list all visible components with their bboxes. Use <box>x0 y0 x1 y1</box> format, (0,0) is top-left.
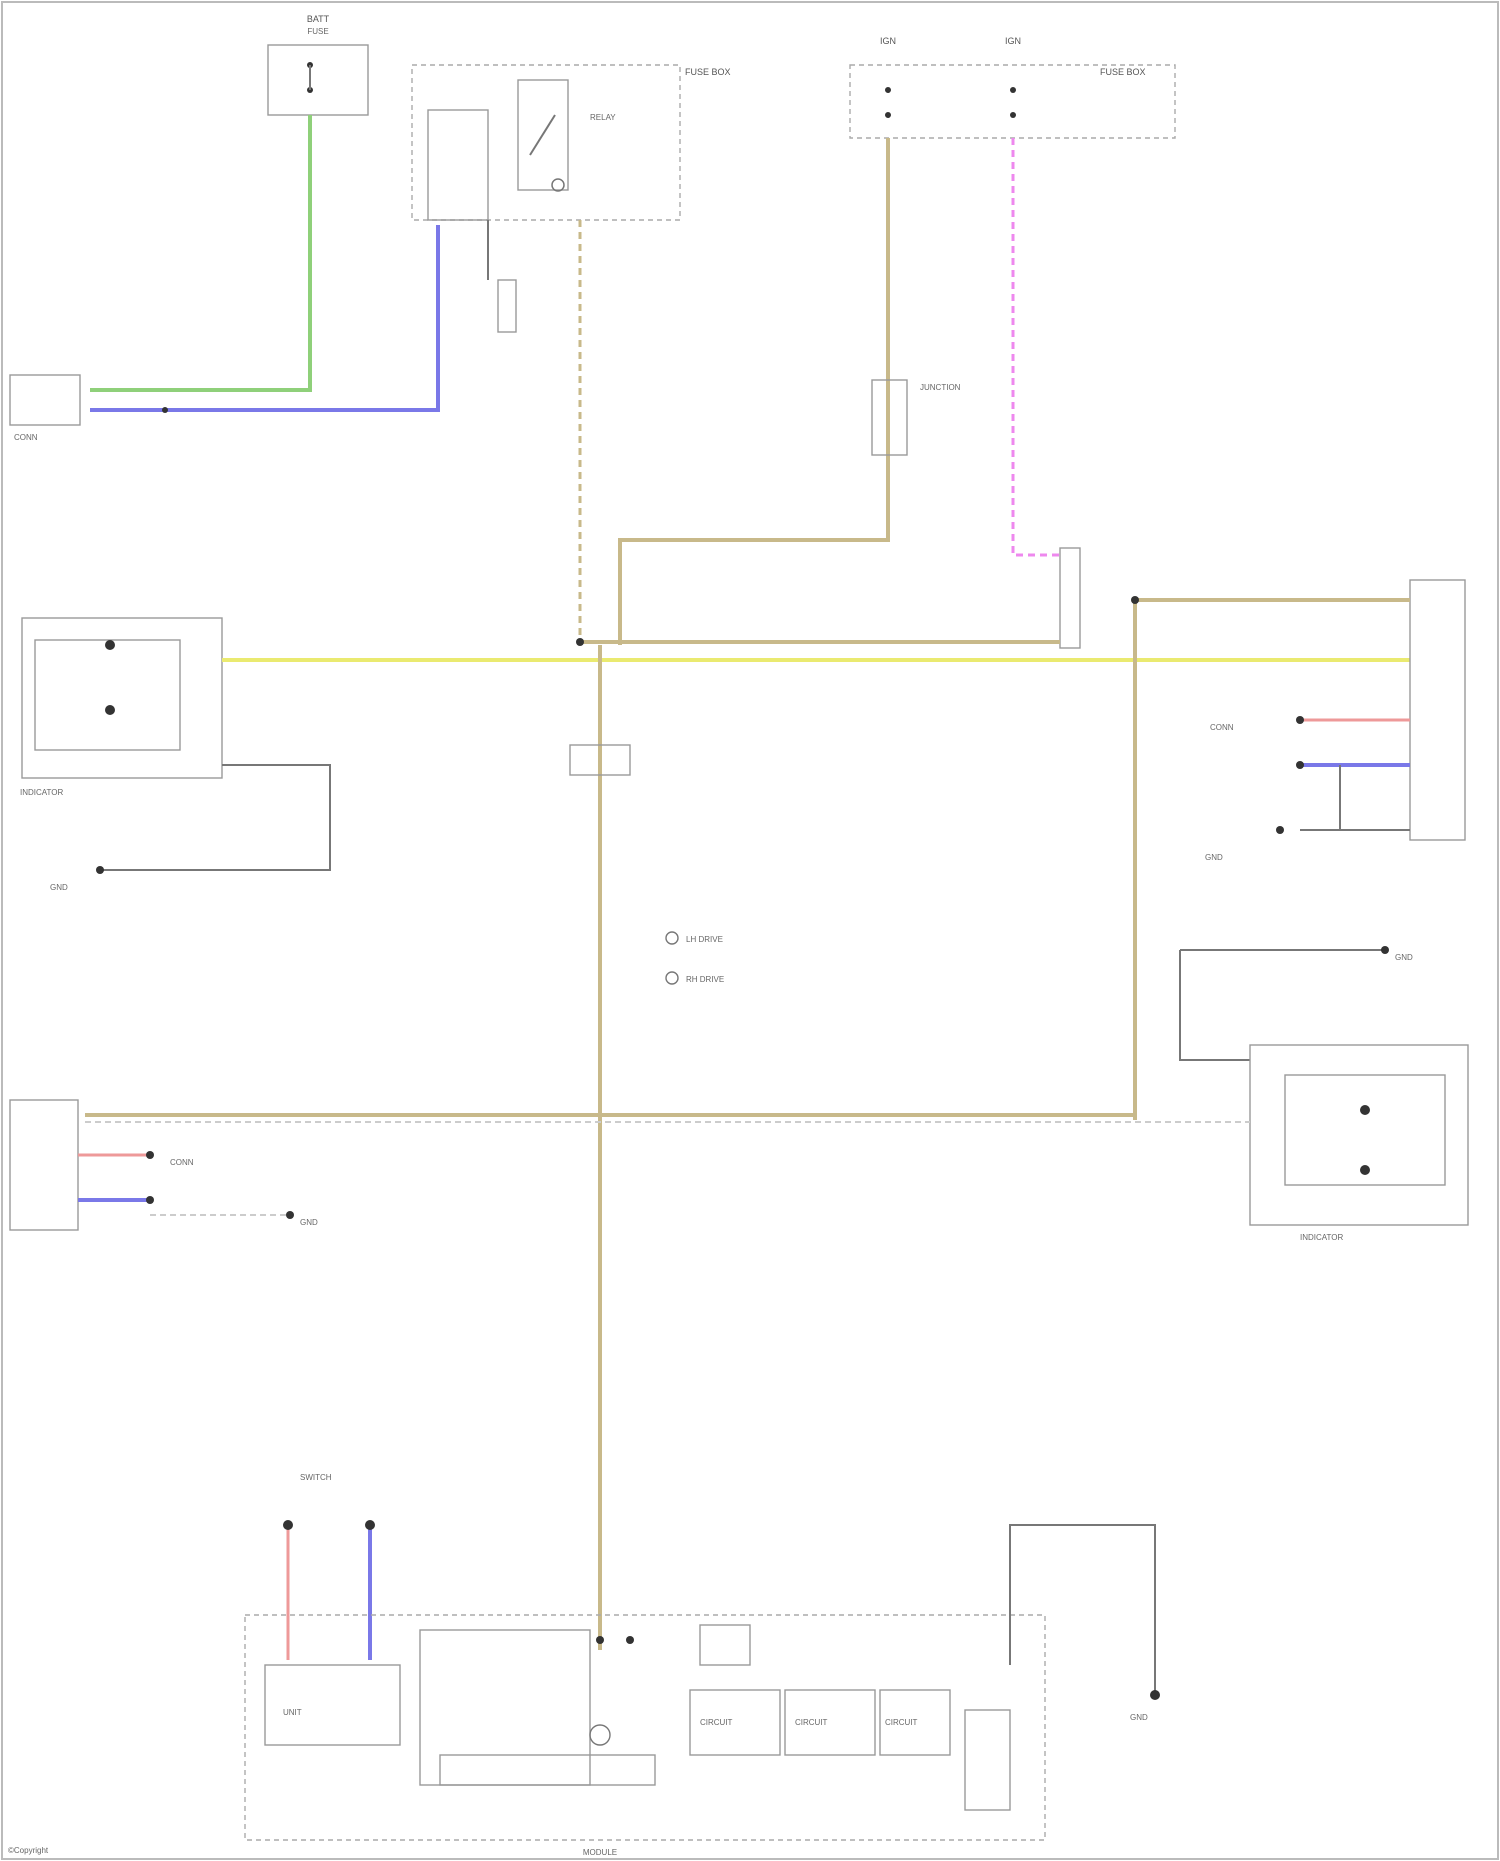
wire-green <box>90 115 310 390</box>
ign-right-label: IGN <box>1005 36 1021 46</box>
mid-right-ground-label: GND <box>1205 853 1223 862</box>
legend-item1: LH DRIVE <box>686 935 723 944</box>
right-junction <box>1060 548 1080 648</box>
junction-block: JUNCTION <box>872 380 961 455</box>
footer-credit: ©Copyright <box>8 1846 49 1855</box>
bottom-sub3-label: CIRCUIT <box>795 1718 828 1727</box>
bottom-sub2-label: CIRCUIT <box>700 1718 733 1727</box>
wire-tan-ign <box>620 138 888 645</box>
front-indicator: INDICATOR <box>20 618 222 797</box>
relay-box: FUSE BOX RELAY <box>412 65 731 332</box>
mid-right-connector-label: CONN <box>1210 723 1234 732</box>
top-fuse-sublabel: FUSE <box>307 27 328 36</box>
bottom-module: SWITCH UNIT CIRCUIT CIRCUIT CIRCUIT MODU… <box>245 1473 1045 1857</box>
top-fuse-block: BATT FUSE <box>268 14 368 115</box>
wire-blue <box>90 225 438 410</box>
rear-indicator-label: INDICATOR <box>1300 1233 1343 1242</box>
relay-label: RELAY <box>590 113 616 122</box>
ground-left-label: GND <box>50 883 68 892</box>
legend-item2: RH DRIVE <box>686 975 724 984</box>
rear-indicator: INDICATOR <box>1250 1045 1468 1242</box>
left-lower-connector-label: CONN <box>170 1158 194 1167</box>
top-fuse-label: BATT <box>307 14 330 24</box>
wire-ground-left <box>100 765 330 870</box>
ign-fuse-box: IGN IGN FUSE BOX <box>850 36 1175 138</box>
left-lower-connector: CONN GND <box>10 1100 318 1230</box>
bottom-module-label: MODULE <box>583 1848 617 1857</box>
bottom-sub1-label: UNIT <box>283 1708 302 1717</box>
bottom-sub4-label: CIRCUIT <box>885 1718 918 1727</box>
legend: LH DRIVE RH DRIVE <box>666 932 724 984</box>
relay-box-label: FUSE BOX <box>685 67 731 77</box>
wire-ground-right <box>1180 950 1250 1060</box>
left-connector-label: CONN <box>14 433 38 442</box>
front-indicator-label: INDICATOR <box>20 788 63 797</box>
right-mid-connector: CONN GND <box>1135 580 1465 862</box>
ground-lower-left-label: GND <box>300 1218 318 1227</box>
junction-label: JUNCTION <box>920 383 961 392</box>
bottom-switch-label: SWITCH <box>300 1473 332 1482</box>
ign-left-label: IGN <box>880 36 896 46</box>
bottom-ground-label: GND <box>1130 1713 1148 1722</box>
wire-magenta <box>1013 138 1060 555</box>
underdash-label: FUSE BOX <box>1100 67 1146 77</box>
ground-right-label: GND <box>1395 953 1413 962</box>
wire-ground-bottom <box>1010 1525 1155 1695</box>
